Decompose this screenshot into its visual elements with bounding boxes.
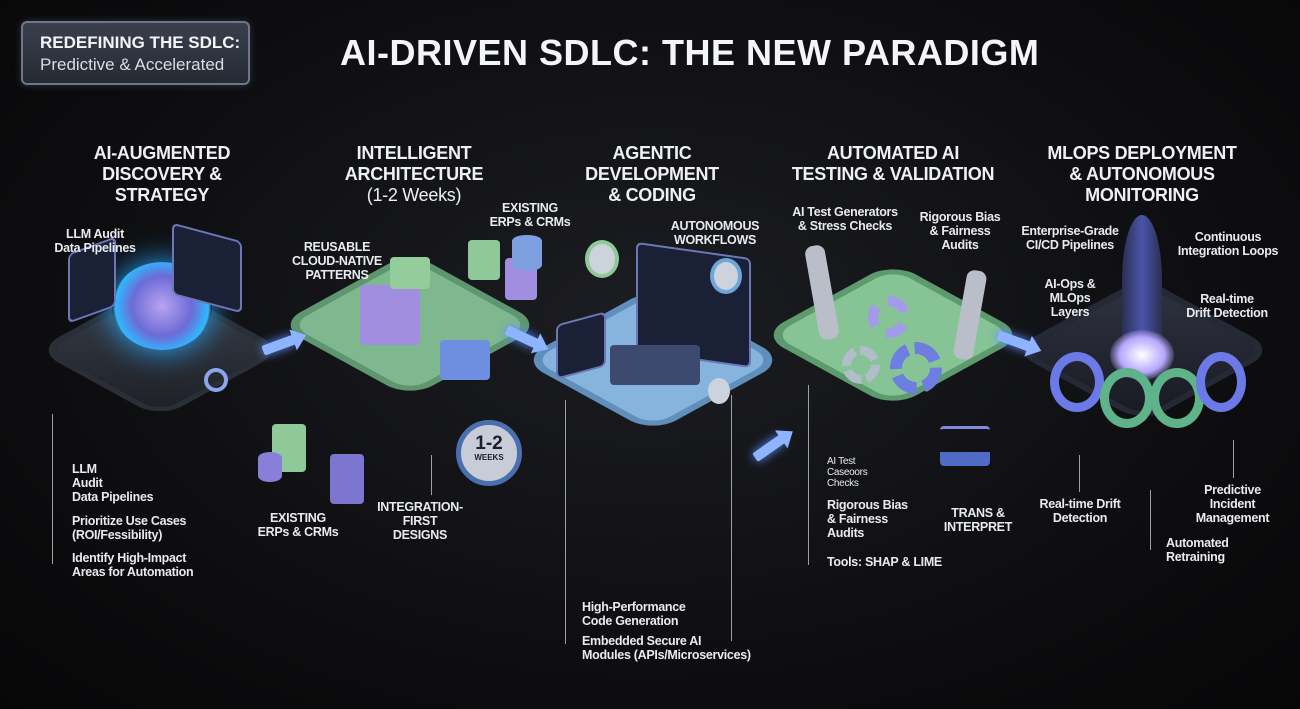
timer-unit: WEEKS bbox=[474, 453, 504, 462]
label-aiops-layers: AI-Ops & MLOps Layers bbox=[1044, 277, 1096, 319]
phase-3-title-line: & CODING bbox=[608, 185, 696, 205]
gear-icon bbox=[842, 346, 880, 384]
phase-5-title: MLOPS DEPLOYMENT & AUTONOMOUS MONITORING bbox=[1022, 143, 1262, 206]
phase-1-title: AI-AUGMENTED DISCOVERY & STRATEGY bbox=[62, 143, 262, 206]
phase-4-title-line: TESTING & VALIDATION bbox=[791, 164, 995, 184]
phase-2-subtitle: (1-2 Weeks) bbox=[366, 185, 462, 205]
phase-5-title-line: MLOPS DEPLOYMENT bbox=[1047, 143, 1237, 163]
phase-5-title-line: MONITORING bbox=[1085, 185, 1199, 205]
label-drift-bottom: Real-time Drift Detection bbox=[1039, 497, 1121, 525]
connector-line bbox=[52, 414, 53, 564]
label-existing-erps-top: EXISTING ERPs & CRMs bbox=[489, 201, 571, 229]
phase-2-title-line: ARCHITECTURE bbox=[344, 164, 484, 184]
label-cicd-pipelines: Enterprise-Grade CI/CD Pipelines bbox=[1021, 224, 1119, 252]
phase-4-title: AUTOMATED AI TESTING & VALIDATION bbox=[773, 143, 1013, 185]
lego-block-icon bbox=[440, 340, 490, 380]
lego-block-icon bbox=[360, 285, 420, 345]
label-predictive-incident: Predictive Incident Management bbox=[1195, 483, 1270, 525]
connector-line bbox=[808, 385, 809, 565]
gear-icon bbox=[890, 342, 942, 394]
bullet-item: LLM Audit Data Pipelines bbox=[72, 462, 154, 504]
connector-line bbox=[1233, 440, 1234, 478]
bullet-item: Embedded Secure AI Modules (APIs/Microse… bbox=[582, 634, 751, 662]
robot-icon bbox=[708, 378, 730, 404]
phase-3-title-line: DEVELOPMENT bbox=[585, 164, 719, 184]
bullet-item: Tools: SHAP & LIME bbox=[827, 555, 942, 569]
balance-scale-icon bbox=[940, 426, 990, 466]
database-icon bbox=[512, 235, 542, 271]
phase-5-title-line: & AUTONOMOUS bbox=[1069, 164, 1215, 184]
bullet-item: Identify High-Impact Areas for Automatio… bbox=[72, 551, 194, 579]
label-trans-interpret: TRANS & INTERPRET bbox=[943, 506, 1013, 534]
bullet-item: AI Test Caseoors Checks bbox=[827, 456, 868, 489]
label-automated-retraining: Automated Retraining bbox=[1166, 536, 1229, 564]
flow-arrow-icon bbox=[504, 325, 540, 349]
label-llm-audit: LLM Audit Data Pipelines bbox=[54, 227, 136, 255]
bullet-item: Prioritize Use Cases (ROI/Fessibility) bbox=[72, 514, 187, 542]
timer-value: 1-2 bbox=[475, 433, 503, 454]
badge-line-2: Predictive & Accelerated bbox=[40, 55, 225, 74]
robot-icon bbox=[710, 258, 742, 294]
loop-ring-icon bbox=[1050, 352, 1104, 412]
robot-icon bbox=[585, 240, 619, 278]
connector-line bbox=[431, 455, 432, 495]
connector-line bbox=[731, 395, 732, 641]
database-icon bbox=[258, 452, 282, 482]
connector-line bbox=[1079, 455, 1080, 492]
page-title: AI-DRIVEN SDLC: THE NEW PARADIGM bbox=[340, 32, 1040, 73]
connector-line bbox=[565, 400, 566, 644]
label-integration-first: INTEGRATION- FIRST DESIGNS bbox=[377, 500, 463, 542]
phase-3-title-line: AGENTIC bbox=[612, 143, 692, 163]
label-drift-top: Real-time Drift Detection bbox=[1186, 292, 1268, 320]
connector-line bbox=[1150, 490, 1151, 550]
server-icon bbox=[468, 240, 500, 280]
section-badge: REDEFINING THE SDLC: Predictive & Accele… bbox=[21, 21, 250, 85]
phase-3-title: AGENTIC DEVELOPMENT & CODING bbox=[552, 143, 752, 206]
gear-icon bbox=[868, 296, 910, 338]
developer-desk-icon bbox=[610, 345, 700, 385]
stopwatch-icon: 1-2 WEEKS bbox=[456, 420, 522, 486]
phase-1-title-line: DISCOVERY & bbox=[102, 164, 222, 184]
label-ai-test-generators: AI Test Generators & Stress Checks bbox=[792, 205, 898, 233]
label-bias-audits: Rigorous Bias & Fairness Audits bbox=[919, 210, 1001, 252]
flow-arrow-icon bbox=[752, 434, 786, 462]
label-ci-loops: Continuous Integration Loops bbox=[1177, 230, 1279, 258]
server-icon bbox=[330, 454, 364, 504]
label-reusable-patterns: REUSABLE CLOUD-NATIVE PATTERNS bbox=[292, 240, 382, 282]
loop-ring-icon bbox=[1196, 352, 1246, 412]
flow-arrow-icon bbox=[261, 334, 297, 356]
phase-2-title: INTELLIGENT ARCHITECTURE (1-2 Weeks) bbox=[314, 143, 514, 206]
badge-line-1: REDEFINING THE SDLC: bbox=[40, 33, 241, 52]
label-existing-erps-bottom: EXISTING ERPs & CRMs bbox=[257, 511, 339, 539]
magnifier-icon bbox=[204, 368, 228, 392]
bullet-item: High-Performance Code Generation bbox=[582, 600, 686, 628]
rocket-icon bbox=[1122, 215, 1162, 345]
lego-block-icon bbox=[390, 257, 430, 289]
loop-ring-icon bbox=[1100, 368, 1154, 428]
phase-2-title-line: INTELLIGENT bbox=[356, 143, 472, 163]
phase-1-title-line: AI-AUGMENTED bbox=[93, 143, 231, 163]
flow-arrow-icon bbox=[996, 330, 1032, 352]
label-autonomous-workflows: AUTONOMOUS WORKFLOWS bbox=[670, 219, 760, 247]
bullet-item: Rigorous Bias & Fairness Audits bbox=[827, 498, 908, 540]
phase-1-title-line: STRATEGY bbox=[114, 185, 210, 205]
phase-4-title-line: AUTOMATED AI bbox=[826, 143, 960, 163]
